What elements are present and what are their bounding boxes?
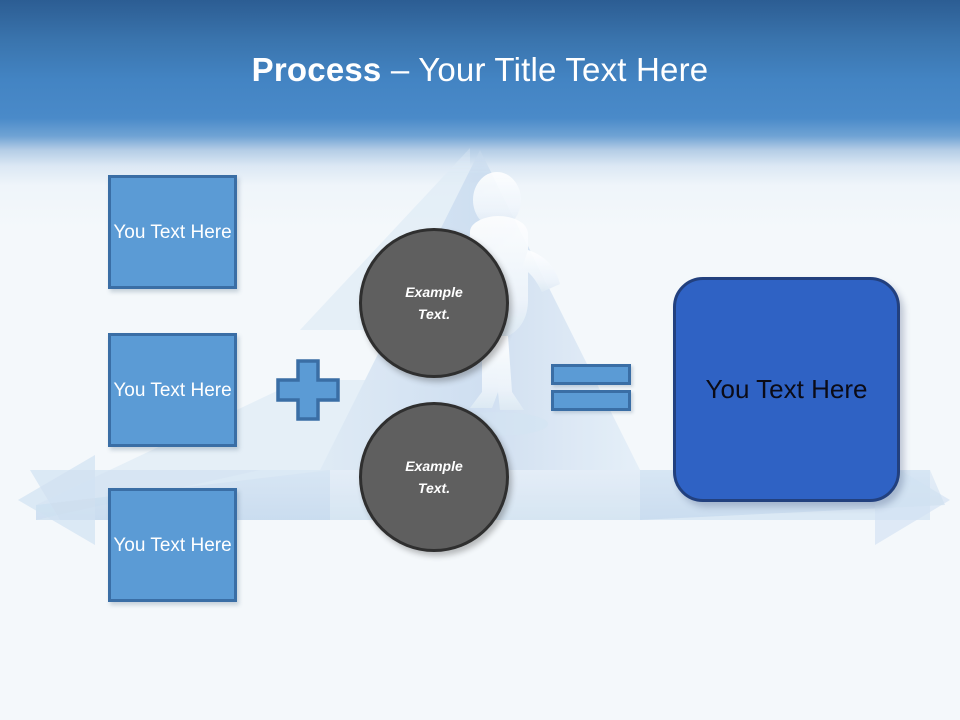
result-box-label: You Text Here bbox=[705, 374, 868, 404]
example-circle-2[interactable]: Example Text. bbox=[359, 402, 509, 552]
example-circle-1-line1: Example bbox=[405, 284, 463, 300]
result-box[interactable]: You Text Here bbox=[673, 277, 900, 502]
equals-icon-bar-top bbox=[551, 364, 631, 385]
input-box-1-label: You Text Here bbox=[113, 221, 232, 243]
example-circle-2-line1: Example bbox=[405, 458, 463, 474]
slide-title: Process – Your Title Text Here bbox=[0, 50, 960, 90]
equals-icon-bar-bottom bbox=[551, 390, 631, 411]
slide-title-separator: – bbox=[381, 51, 419, 88]
input-box-2[interactable]: You Text Here bbox=[108, 333, 237, 447]
plus-icon bbox=[276, 359, 340, 421]
input-box-2-label: You Text Here bbox=[113, 379, 232, 401]
slide-title-regular: Your Title Text Here bbox=[418, 51, 709, 88]
input-box-3[interactable]: You Text Here bbox=[108, 488, 237, 602]
example-circle-2-label: Example Text. bbox=[405, 455, 463, 499]
input-box-1[interactable]: You Text Here bbox=[108, 175, 237, 289]
example-circle-1-line2: Text. bbox=[417, 306, 451, 322]
example-circle-2-line2: Text. bbox=[417, 480, 451, 496]
example-circle-1[interactable]: Example Text. bbox=[359, 228, 509, 378]
input-box-3-label: You Text Here bbox=[113, 534, 232, 556]
slide-title-bold: Process bbox=[251, 51, 382, 88]
example-circle-1-label: Example Text. bbox=[405, 281, 463, 325]
